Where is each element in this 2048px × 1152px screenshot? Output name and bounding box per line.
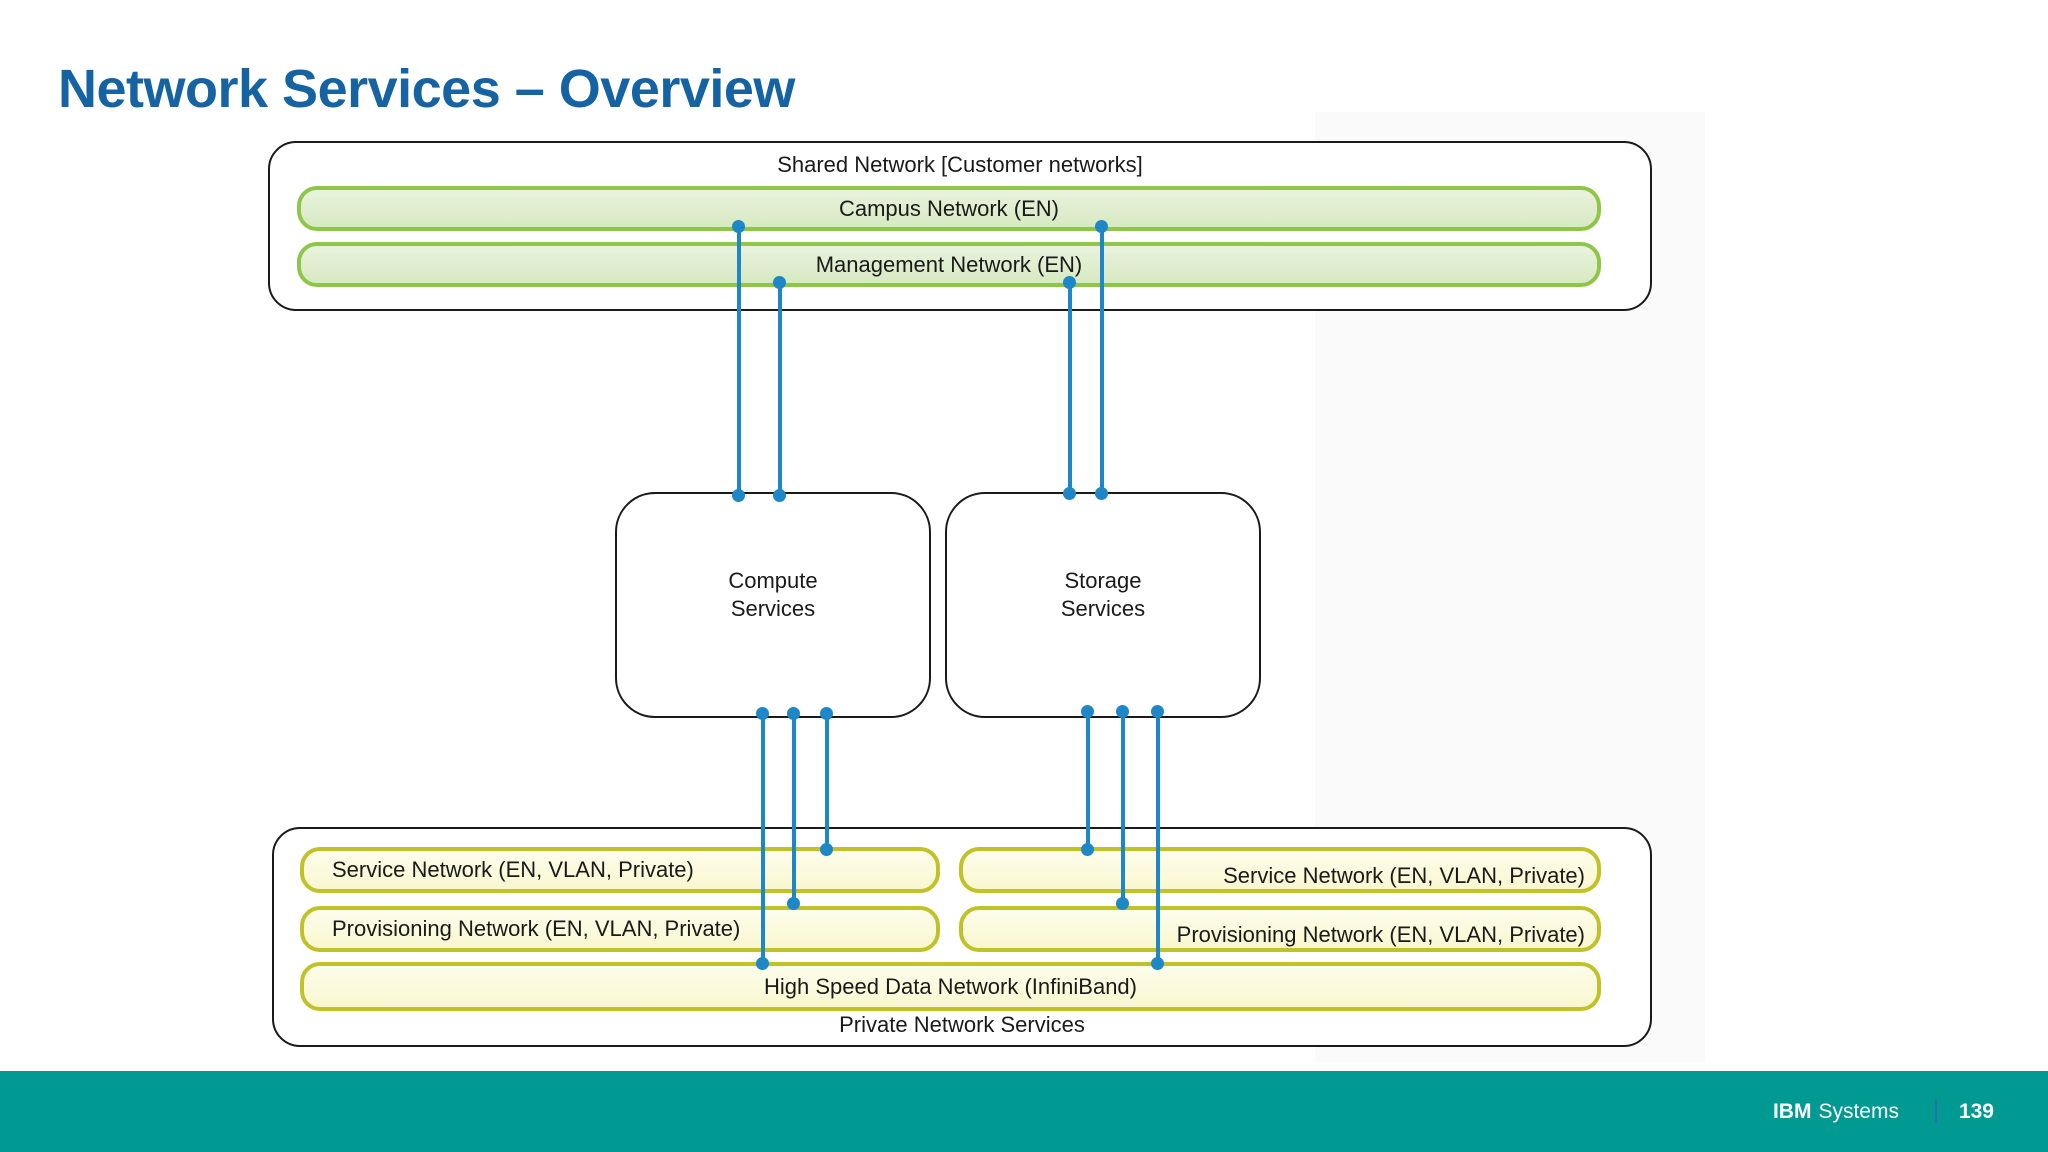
connection-dot <box>756 957 769 970</box>
connection-dot <box>732 220 745 233</box>
shared-network-box: Shared Network [Customer networks] Campu… <box>268 141 1652 311</box>
connection-dot <box>787 897 800 910</box>
connection-dot <box>820 843 833 856</box>
management-network-bar: Management Network (EN) <box>297 242 1601 287</box>
storage-label-line2: Services <box>1060 596 1146 621</box>
connection-dot <box>1151 957 1164 970</box>
connection-dot <box>1081 843 1094 856</box>
connection-dot <box>732 489 745 502</box>
storage-services-box: Storage Services <box>945 492 1261 718</box>
footer-bar: IBM Systems 139 <box>0 1071 2048 1152</box>
campus-network-bar: Campus Network (EN) <box>297 186 1601 231</box>
connector-line <box>792 714 796 904</box>
connector-line <box>1086 712 1090 850</box>
connector-line <box>778 283 782 496</box>
connection-dot <box>756 707 769 720</box>
footer-brand-bold: IBM <box>1772 1099 1812 1123</box>
connection-dot <box>1063 487 1076 500</box>
storage-label-line1: Storage <box>1064 568 1142 593</box>
connection-dot <box>820 707 833 720</box>
connection-dot <box>1063 276 1076 289</box>
connection-dot <box>1081 705 1094 718</box>
footer-brand-regular: Systems <box>1818 1099 1899 1123</box>
campus-network-label: Campus Network (EN) <box>838 195 1060 221</box>
connector-line <box>737 227 741 496</box>
high-speed-data-network-label: High Speed Data Network (InfiniBand) <box>764 973 1137 999</box>
connector-line <box>761 714 765 964</box>
private-network-box: Service Network (EN, VLAN, Private) Serv… <box>272 827 1652 1047</box>
management-network-label: Management Network (EN) <box>815 251 1083 277</box>
service-network-bar-right: Service Network (EN, VLAN, Private) <box>959 847 1601 893</box>
service-network-label-right: Service Network (EN, VLAN, Private) <box>1223 863 1585 888</box>
connection-dot <box>787 707 800 720</box>
compute-label-line2: Services <box>730 596 816 621</box>
connection-dot <box>773 276 786 289</box>
service-network-bar-left: Service Network (EN, VLAN, Private) <box>300 847 940 893</box>
provisioning-network-label-left: Provisioning Network (EN, VLAN, Private) <box>332 916 741 941</box>
high-speed-data-network-bar: High Speed Data Network (InfiniBand) <box>300 962 1601 1011</box>
connector-line <box>1121 712 1125 904</box>
connection-dot <box>1116 705 1129 718</box>
connector-line <box>1156 712 1160 964</box>
connection-dot <box>1095 220 1108 233</box>
compute-label-line1: Compute <box>728 568 818 593</box>
connection-dot <box>1095 487 1108 500</box>
compute-services-box: Compute Services <box>615 492 931 718</box>
footer-page-number: 139 <box>1958 1099 1994 1123</box>
connection-dot <box>1151 705 1164 718</box>
footer-separator <box>1934 1100 1937 1123</box>
connection-dot <box>773 489 786 502</box>
connector-line <box>1100 227 1104 494</box>
provisioning-network-bar-right: Provisioning Network (EN, VLAN, Private) <box>959 906 1601 952</box>
connector-line <box>1068 283 1072 494</box>
connection-dot <box>1116 897 1129 910</box>
connector-line <box>825 714 829 850</box>
provisioning-network-bar-left: Provisioning Network (EN, VLAN, Private) <box>300 906 940 952</box>
private-network-label: Private Network Services <box>839 1012 1085 1037</box>
compute-services-label: Compute Services <box>728 567 817 623</box>
page-title: Network Services – Overview <box>58 59 795 119</box>
provisioning-network-label-right: Provisioning Network (EN, VLAN, Private) <box>1176 922 1585 947</box>
storage-services-label: Storage Services <box>1061 567 1145 623</box>
shared-network-label: Shared Network [Customer networks] <box>777 152 1143 177</box>
service-network-label-left: Service Network (EN, VLAN, Private) <box>332 857 694 882</box>
